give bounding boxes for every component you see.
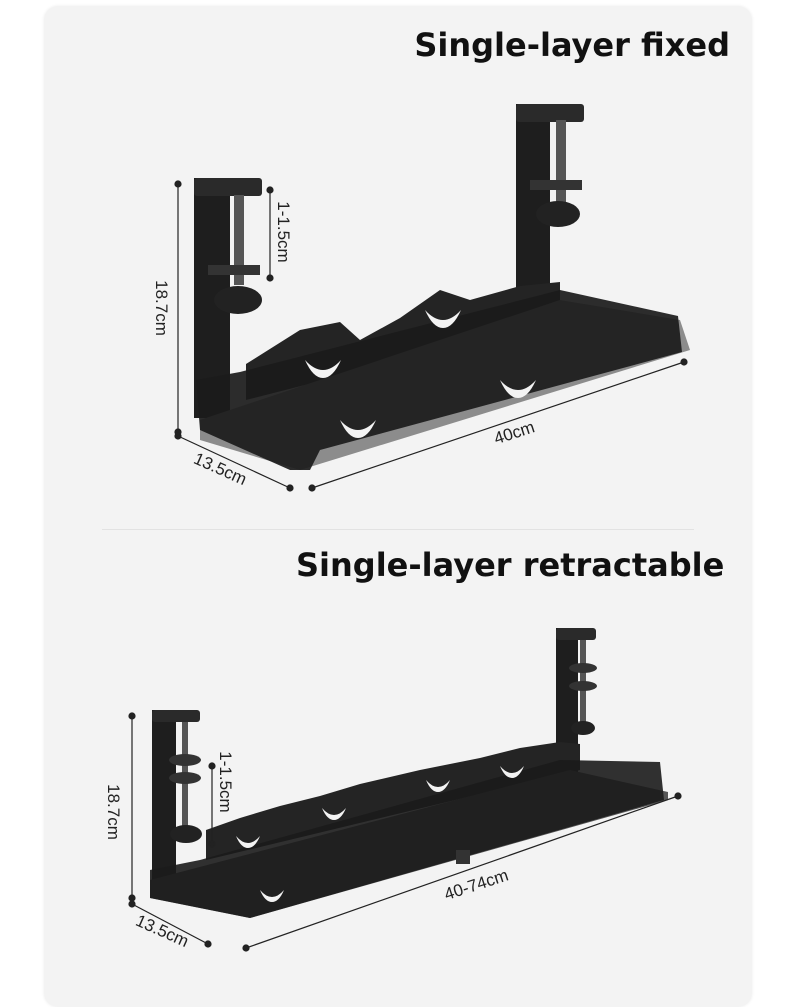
section-title-retractable: Single-layer retractable xyxy=(296,546,725,584)
fixed-dimension-lines xyxy=(174,180,688,492)
fixed-height-label: 18.7cm xyxy=(152,280,171,336)
fixed-tray-image xyxy=(194,104,690,470)
section-title-fixed: Single-layer fixed xyxy=(414,26,730,64)
fixed-clamp-label: 1-1.5cm xyxy=(274,201,293,262)
section-divider xyxy=(102,529,694,530)
fixed-length-label: 40cm xyxy=(492,417,537,448)
